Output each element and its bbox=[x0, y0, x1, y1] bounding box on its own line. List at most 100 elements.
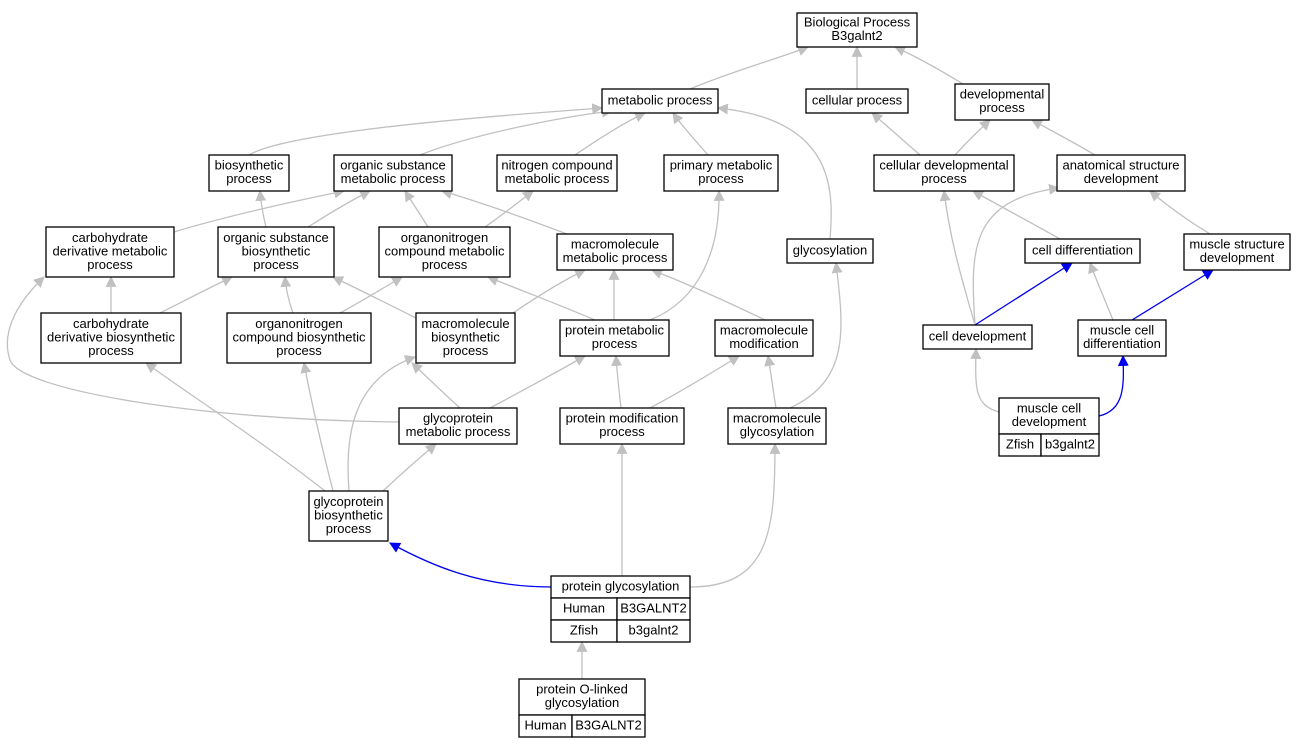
go-term-box bbox=[559, 407, 685, 445]
edge-protein-mod-to-protein-met bbox=[611, 354, 623, 409]
go-term-box bbox=[308, 490, 389, 542]
edge-cell-development-to-cell-dev-proc bbox=[939, 189, 976, 326]
go-term-label-line: process bbox=[592, 336, 638, 351]
gene-label: b3galnt2 bbox=[1045, 436, 1095, 451]
species-label: Zfish bbox=[1006, 436, 1034, 451]
go-term-label-line: glycosylation bbox=[740, 424, 814, 439]
go-term-box bbox=[40, 312, 182, 364]
go-term-box bbox=[796, 12, 918, 48]
go-term-label-line: macromolecule bbox=[720, 323, 808, 338]
go-term-box bbox=[398, 407, 518, 445]
go-term-label-line: biosynthetic bbox=[215, 158, 284, 173]
go-term-label-line: process bbox=[599, 424, 645, 439]
go-term-label-line: derivative metabolic bbox=[53, 243, 168, 258]
edge-macromol-glyco-to-macromol-mod bbox=[764, 354, 777, 409]
go-term-box bbox=[1024, 238, 1141, 264]
go-term-box bbox=[954, 83, 1050, 121]
go-term-box bbox=[45, 226, 175, 278]
go-term-label-line: macromolecule bbox=[421, 316, 509, 331]
edges-layer bbox=[6, 45, 1214, 679]
edge-carb-deriv-bio-to-org-sub-bio bbox=[159, 276, 233, 314]
go-term-label-line: carbohydrate bbox=[72, 230, 148, 245]
edge-protein-glyco-to-glycoprotein-bio bbox=[389, 542, 552, 588]
go-term-label-line: derivative biosynthetic bbox=[47, 329, 175, 344]
go-term-label-line: organic substance bbox=[223, 230, 329, 245]
go-term-label-line: metabolic process bbox=[406, 424, 511, 439]
go-term-box bbox=[998, 397, 1100, 435]
go-term-box bbox=[1056, 154, 1186, 192]
edge-glycoprotein-bio-to-glycoprotein-met bbox=[382, 443, 437, 492]
edge-org-sub-bio-to-biosynthetic bbox=[255, 189, 267, 228]
edge-cell-development-to-anat-struct bbox=[972, 183, 1061, 326]
go-term-box bbox=[226, 312, 372, 364]
edge-organonitrogen-met-to-nitrogen-comp bbox=[484, 190, 534, 228]
go-term-label-line: process bbox=[87, 257, 133, 272]
go-term-metabolic[interactable]: metabolic process bbox=[601, 88, 719, 114]
gene-cell bbox=[1040, 433, 1100, 457]
edge-organonitrogen-bio-to-org-sub-bio bbox=[280, 275, 294, 314]
gene-cell bbox=[571, 714, 646, 738]
go-term-label-line: nitrogen compound bbox=[501, 158, 612, 173]
edge-macromol-bio-to-org-sub-bio bbox=[332, 276, 417, 319]
edge-protein-met-to-primary-met bbox=[649, 189, 725, 321]
edge-biosynthetic-to-metabolic bbox=[248, 103, 604, 156]
go-term-label-line: compound metabolic bbox=[385, 243, 505, 258]
edge-macromol-glyco-to-glycosylation bbox=[789, 261, 843, 409]
go-term-box bbox=[415, 312, 516, 364]
go-term-label-line: development bbox=[1012, 414, 1087, 429]
edge-muscle-cell-dev-to-cell-development bbox=[970, 347, 1000, 413]
go-term-box bbox=[378, 226, 511, 278]
edge-org-sub-bio-to-org-sub-met bbox=[307, 190, 371, 228]
go-term-label-line: process bbox=[921, 171, 967, 186]
go-term-label-line: developmental bbox=[960, 87, 1045, 102]
go-term-label-line: muscle structure bbox=[1189, 237, 1284, 252]
edge-cell-dev-proc-to-developmental bbox=[954, 119, 991, 156]
go-term-label-line: differentiation bbox=[1083, 336, 1161, 351]
edge-carb-deriv-met-to-org-sub-met bbox=[173, 187, 346, 233]
go-term-box bbox=[786, 238, 874, 264]
go-term-label-line: process bbox=[979, 100, 1025, 115]
go-term-label-line: modification bbox=[729, 336, 798, 351]
go-term-label-line: cell differentiation bbox=[1032, 242, 1133, 257]
go-term-cellular[interactable]: cellular process bbox=[805, 88, 909, 114]
go-term-cell-development[interactable]: cell development bbox=[922, 324, 1033, 350]
edge-org-sub-met-to-metabolic bbox=[419, 106, 614, 156]
edge-muscle-cell-diff-to-cell-diff bbox=[1088, 261, 1114, 321]
go-term-cell-diff[interactable]: cell differentiation bbox=[1024, 238, 1141, 264]
edge-primary-met-to-metabolic bbox=[672, 112, 709, 156]
go-term-glycosylation[interactable]: glycosylation bbox=[786, 238, 874, 264]
go-term-box bbox=[714, 319, 814, 357]
go-term-label-line: process bbox=[698, 171, 744, 186]
gene-row-zfish[interactable]: Zfish b3galnt2 bbox=[998, 433, 1100, 457]
go-term-label-line: Biological Process bbox=[804, 15, 911, 30]
